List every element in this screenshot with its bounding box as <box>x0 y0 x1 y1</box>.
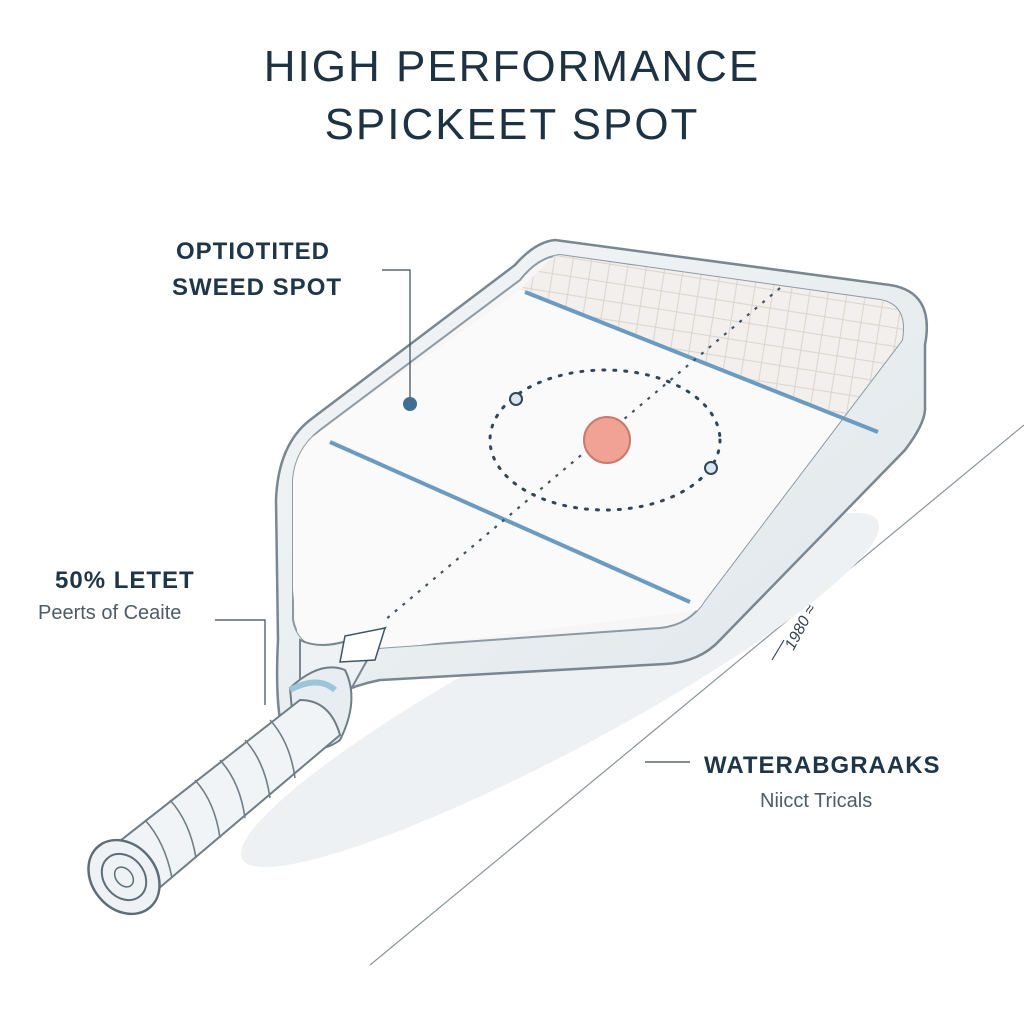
sweet-spot-leader-dot <box>403 397 417 411</box>
letet-label-subtext: Peerts of Ceaite <box>38 602 182 624</box>
sweet-spot-ring <box>488 368 722 512</box>
letet-label-heading: 50% LETET <box>55 567 195 594</box>
sweet-spot-leader <box>382 269 411 400</box>
sweet-spot-label-line-2: SWEED SPOT <box>172 274 343 301</box>
upper-stripe <box>524 290 879 434</box>
small-marker-right <box>704 461 718 475</box>
title-line-2: SPICKEET SPOT <box>324 100 700 149</box>
grip-wrap-lines <box>119 719 296 896</box>
lower-stripe <box>329 440 691 604</box>
sweet-spot-marker <box>583 416 631 464</box>
letet-leader <box>215 619 266 705</box>
measurement-guide-line <box>369 424 1024 966</box>
water-label-subtext: Niicct Tricals <box>760 790 873 812</box>
water-label-heading: WATERABGRAAKS <box>704 752 941 779</box>
throat-badge <box>339 627 387 663</box>
sweet-spot-label-line-1: OPTIOTITED <box>176 238 330 265</box>
small-marker-left <box>509 392 523 406</box>
title-line-1: HIGH PERFORMANCE <box>263 42 761 91</box>
